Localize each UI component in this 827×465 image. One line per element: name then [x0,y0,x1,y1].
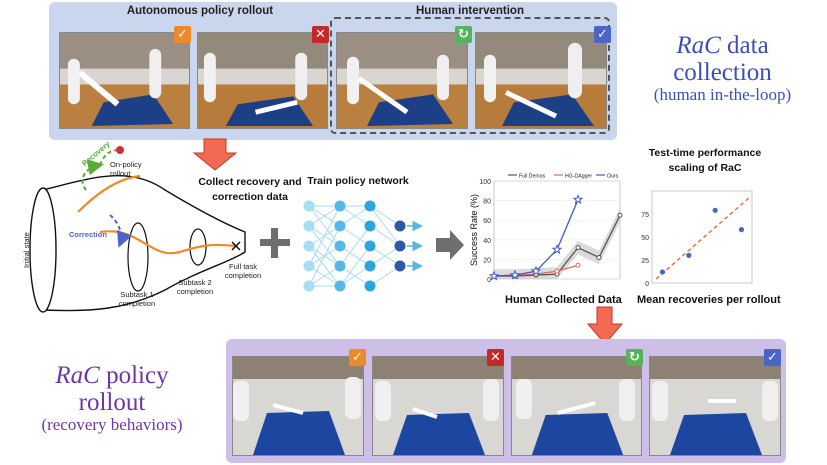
scatter-title-line-1: Test-time performance [648,147,762,159]
data-point [617,212,623,218]
data-point [509,269,521,280]
scatter-title: Test-time performance scaling of RaC [620,146,790,176]
title-rac-italic: RaC [55,362,100,389]
scatter-title-line-2: scaling of RaC [668,162,742,175]
repeat-icon: ↻ [626,349,643,366]
data-point [572,194,584,205]
data-point [488,270,500,281]
subtask-2-line-2: completion [176,287,214,296]
data-point [551,244,563,255]
chart-plot-area [493,180,621,280]
legend-label: Ours [607,174,619,180]
human-intervention-header: Human intervention [416,5,524,17]
cross-icon: ✕ [487,349,504,366]
neural-network-icon [308,205,401,287]
label-full-task: Full task completion [218,262,268,280]
check-icon: ✓ [349,349,366,366]
full-task-line-1: Full task [229,262,257,271]
check-icon: ✓ [594,26,611,43]
scatter-point [686,252,692,258]
y-tick-label: 40 [483,238,491,245]
check-icon: ✓ [174,26,191,43]
subtask-2-line-1: Subtask 2 [178,278,212,287]
y-tick-label: 20 [483,257,491,264]
plus-icon [260,228,290,258]
intervention-photo-1 [336,32,468,129]
label-subtask-2: Subtask 2 completion [170,278,220,296]
title-line-3: (recovery behaviors) [41,415,183,434]
title-rest: data [720,32,769,59]
neural-network-nodes [303,200,423,292]
scatter-point [738,227,745,233]
cross-icon: ✕ [312,26,329,43]
full-task-line-2: completion [224,271,262,280]
data-point [575,245,581,251]
policy-photo-4 [649,356,781,456]
policy-photo-2 [372,356,504,456]
human-intervention-dashed-box [330,17,610,134]
y-tick-label: 0 [487,277,491,284]
y-tick-label: 50 [641,235,649,242]
subtask-1-line-1: Subtask 1 [120,290,154,299]
data-point [554,268,560,274]
scatter-xlabel: Mean recoveries per rollout [637,294,781,306]
intervention-photo-2 [475,32,607,129]
right-arrow-icon [436,230,464,260]
collect-line-2: correction data [212,191,288,204]
y-tick-label: 0 [645,281,649,288]
check-icon: ✓ [764,349,781,366]
rollout-photo-2 [197,32,328,129]
full-demos-band [494,208,620,279]
on-policy-line-2: rollout [110,169,131,178]
label-initial-state: Initial state [22,232,31,268]
on-policy-line-1: On-policy [110,160,142,169]
policy-photo-1 [232,356,364,456]
scatter-point [659,269,666,275]
label-on-policy-rollout: On-policy rollout [110,160,160,178]
y-tick-label: 75 [641,212,649,219]
label-correction: Correction [69,230,107,239]
chart-xlabel: Human Collected Data [505,294,622,306]
rac-data-collection-title: RaC data collection (human in-the-loop) [620,32,825,104]
title-rac-italic: RaC [676,32,721,59]
legend-label: Full Demos [519,174,546,180]
y-tick-label: 100 [479,179,491,186]
y-tick-label: 60 [483,218,491,225]
title-line-2: rollout [78,389,146,416]
data-point [596,254,602,260]
down-arrow-right [586,306,624,345]
train-network-label: Train policy network [307,175,409,187]
collect-data-label: Collect recovery and correction data [180,175,320,205]
rollout-photo-1 [59,32,190,129]
y-tick-label: 25 [641,258,649,265]
data-point [575,262,581,268]
autonomous-rollout-header: Autonomous policy rollout [126,5,274,17]
title-line-3: (human in-the-loop) [653,85,792,104]
data-point [530,265,542,276]
title-rest: policy [99,362,169,389]
scaling-scatter-chart: 0 25 50 75 [641,190,753,288]
label-subtask-1: Subtask 1 completion [112,290,162,308]
repeat-icon: ↻ [455,26,472,43]
chart-ylabel: Success Rate (%) [469,194,479,266]
down-arrow-top [192,138,238,171]
collect-line-1: Collect recovery and [198,176,302,188]
task-funnel-diagram [29,146,246,313]
scatter-point [712,207,718,213]
policy-photo-3 [511,356,642,456]
subtask-1-line-2: completion [118,299,156,308]
legend-label: HG-DAgger [565,174,592,180]
title-line-2: collection [673,59,772,86]
rac-policy-rollout-title: RaC policy rollout (recovery behaviors) [2,362,222,434]
y-tick-label: 80 [483,199,491,206]
